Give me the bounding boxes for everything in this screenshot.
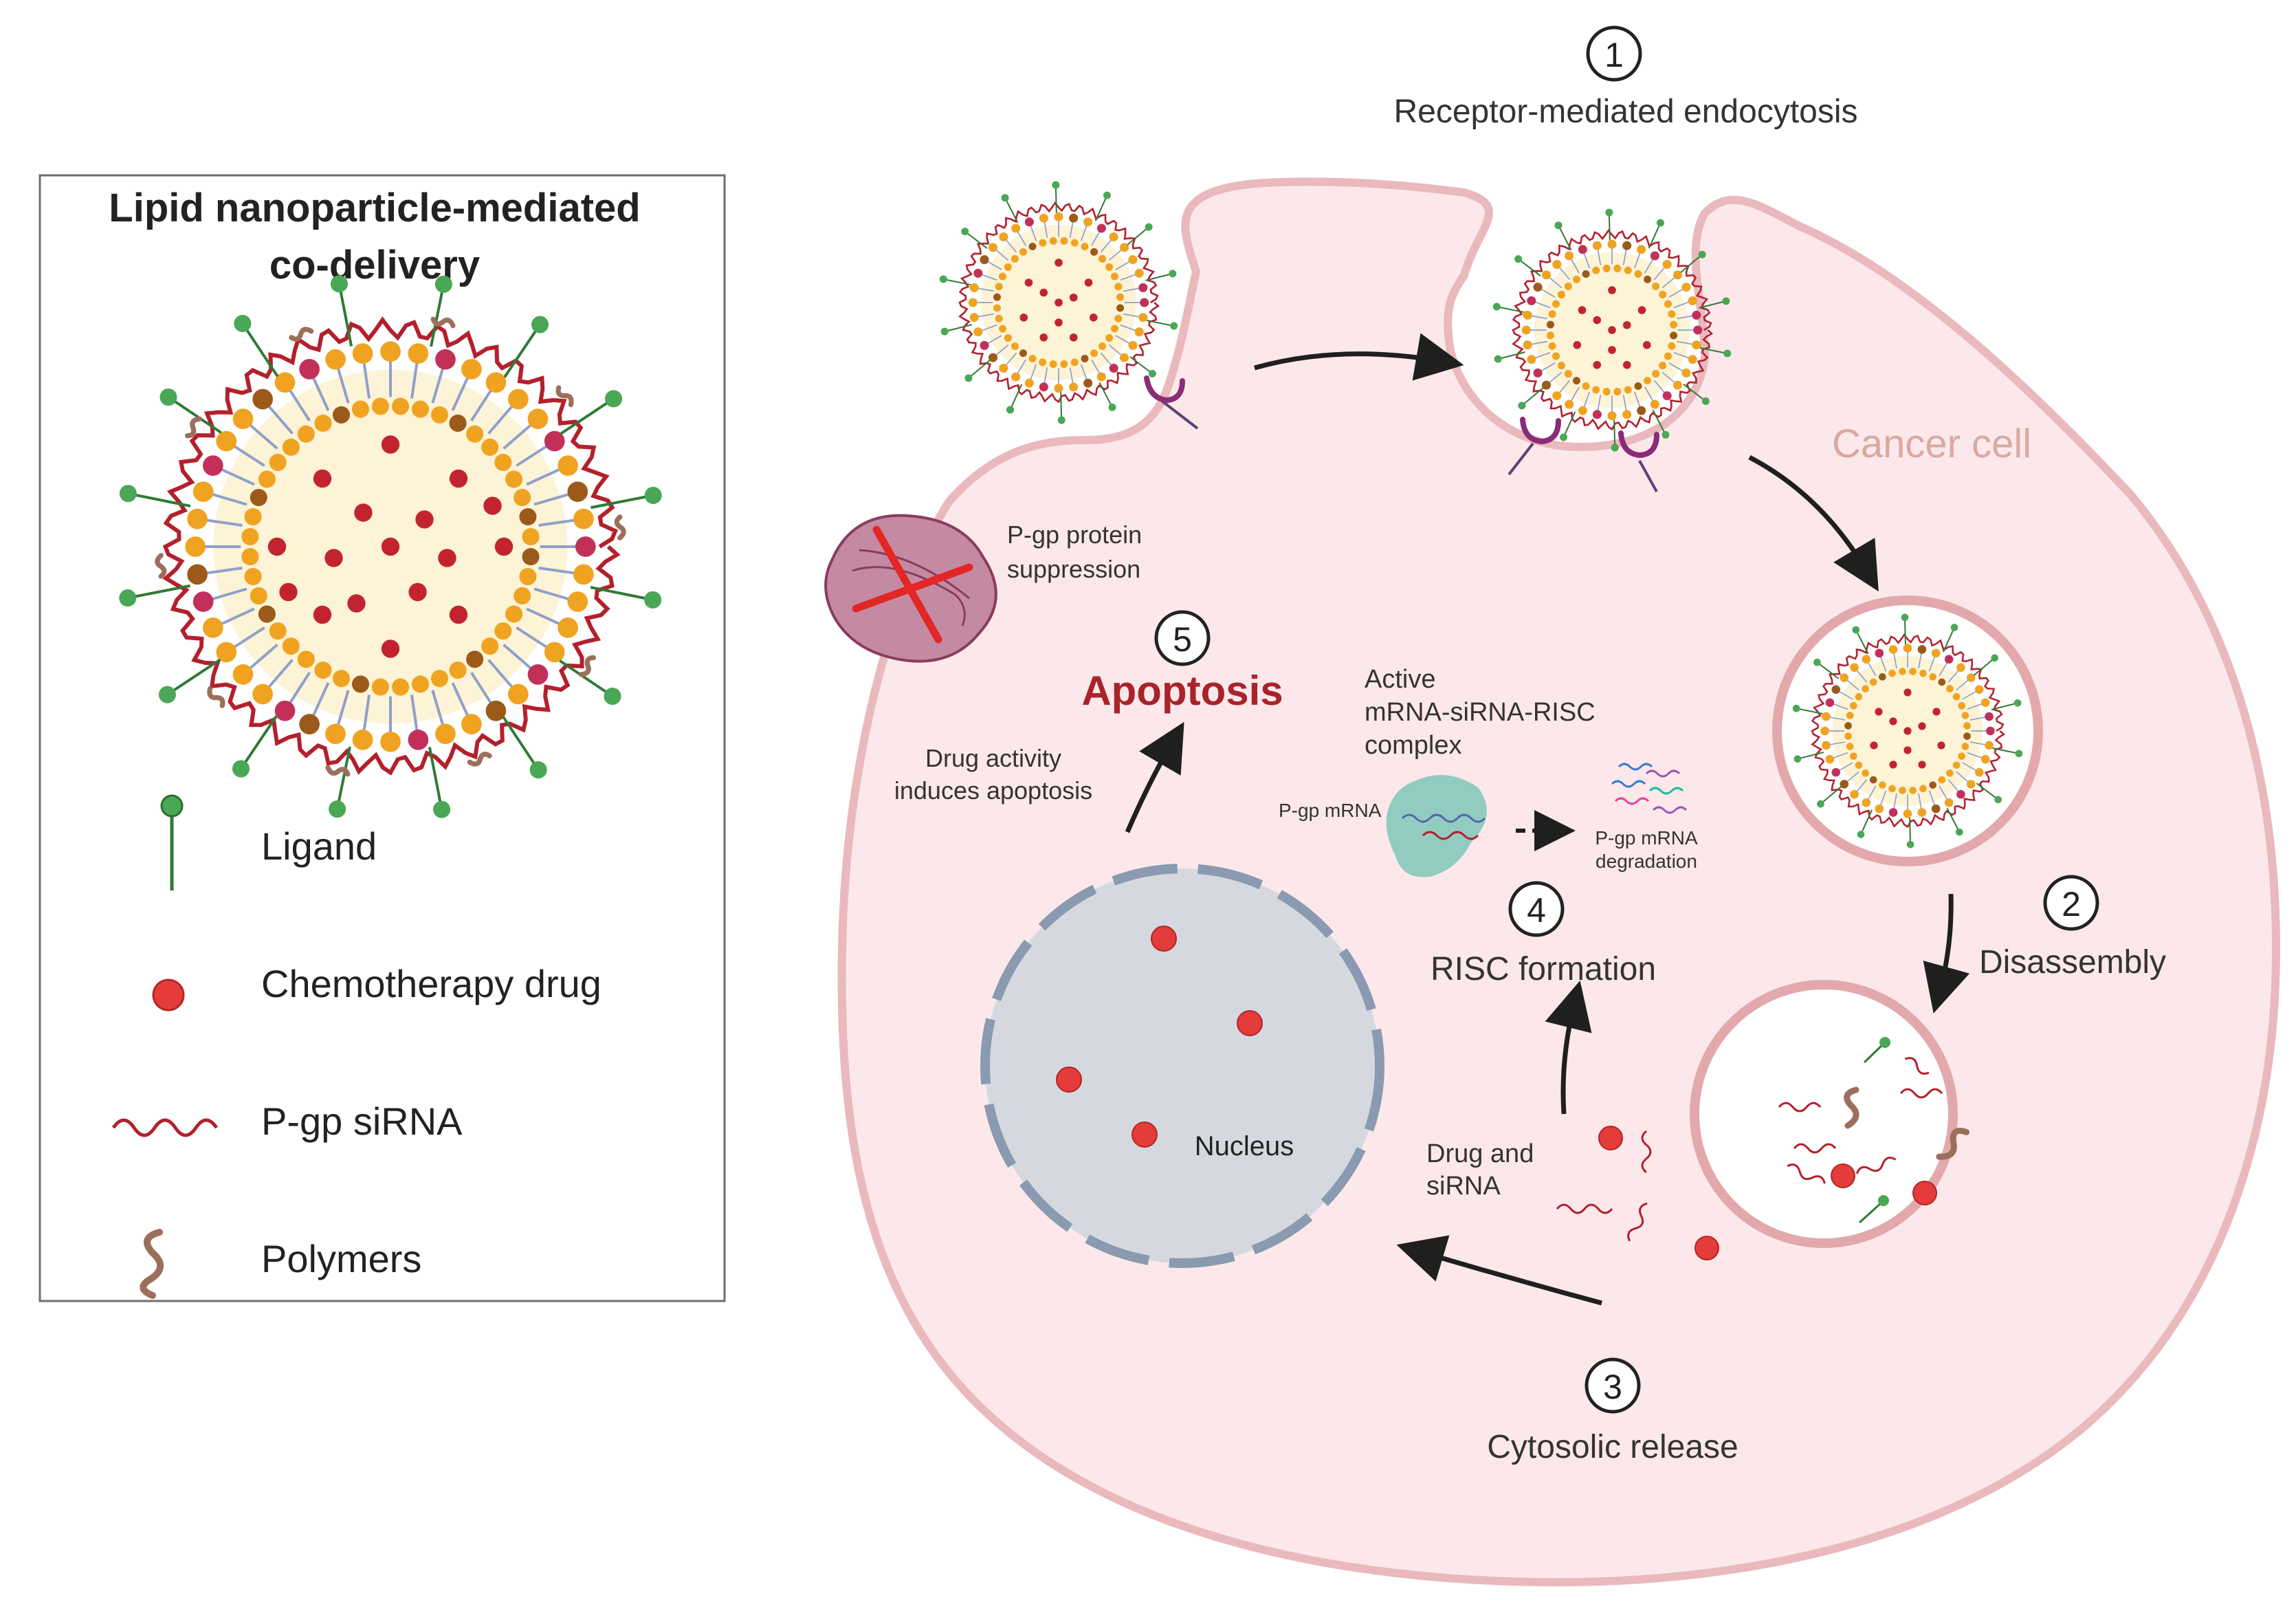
receptor-outside <box>1144 375 1199 430</box>
step-4-badge <box>1508 881 1565 937</box>
legend-label-ligand: Ligand <box>261 824 377 868</box>
step-3: 3 Cytosolic release <box>1487 1357 1738 1465</box>
arrow-entry <box>1254 333 1464 381</box>
drug-activity-label-1: Drug activity <box>925 744 1061 772</box>
legend-panel: Lipid nanoparticle-mediated co-delivery … <box>38 174 726 1302</box>
step-2-number: 2 <box>2062 885 2081 923</box>
step-2-badge <box>2043 875 2099 931</box>
step-5-number: 5 <box>1173 620 1192 659</box>
released-drug-sirna: Drug and siRNA <box>1426 1126 1719 1260</box>
nucleus-envelope <box>980 864 1384 1268</box>
risc-label-3: complex <box>1365 731 1462 760</box>
step-1: 1 Receptor-mediated endocytosis <box>1393 25 1858 130</box>
suppression-cross-icon <box>852 525 973 644</box>
sirna-strand <box>1422 831 1479 840</box>
drug-activity-label-2: induces apoptosis <box>894 776 1092 805</box>
disassembled-endosome <box>1690 980 1970 1248</box>
arrow-internalize <box>1748 455 1879 592</box>
pgp-suppression-label-1: P-gp protein <box>1007 521 1142 549</box>
legend-label-polymers: Polymers <box>261 1237 421 1280</box>
degradation-label-2: degradation <box>1596 851 1697 872</box>
step-5: 5 Apoptosis Drug activity induces apopto… <box>894 610 1283 805</box>
legend-item-polymers: Polymers <box>140 1229 421 1299</box>
step-4-number: 4 <box>1527 891 1546 930</box>
legend-item-ligand: Ligand <box>160 794 377 890</box>
risc-label-1: Active <box>1365 665 1435 694</box>
legend-label-chemotherapy-drug: Chemotherapy drug <box>261 962 601 1005</box>
step-1-label: Receptor-mediated endocytosis <box>1393 94 1857 130</box>
nanoparticle-outside <box>939 181 1178 424</box>
arrow-cytosolic <box>1396 1235 1602 1306</box>
risc-complex: Active mRNA-siRNA-RISC complex P-gp mRNA… <box>1279 665 1698 877</box>
mrna-fragments <box>1611 763 1688 814</box>
legend-label-sirna: P-gp siRNA <box>261 1100 463 1143</box>
endosome-membrane-2 <box>1690 980 1958 1248</box>
step-4-label: RISC formation <box>1431 951 1656 987</box>
lipid-nanoparticle-large <box>119 275 662 818</box>
endosome-contents <box>1778 1037 1970 1224</box>
endosome-pocket-receptors <box>1508 417 1659 492</box>
process-arrows <box>1125 333 1970 1306</box>
arrow-apoptosis <box>1125 721 1184 833</box>
cell-label: Cancer cell <box>1832 422 2031 466</box>
mrna-strand <box>1401 813 1486 823</box>
step-2-label: Disassembly <box>1979 944 2166 981</box>
endosome-with-nanoparticle <box>1772 595 2043 866</box>
drug-sirna-label-1: Drug and <box>1426 1139 1534 1168</box>
ligand-icon <box>160 794 184 890</box>
nanoparticle-in-endosome <box>1792 613 2023 849</box>
nanoparticle-entering <box>1492 208 1732 452</box>
nucleus: Nucleus <box>980 864 1384 1268</box>
step-5-badge <box>1154 610 1211 666</box>
nucleus-label: Nucleus <box>1195 1131 1294 1161</box>
legend-item-sirna: P-gp siRNA <box>111 1100 463 1143</box>
step-1-badge <box>1586 25 1642 82</box>
pgp-mrna-label: P-gp mRNA <box>1279 800 1382 821</box>
polymer-icon <box>140 1229 164 1299</box>
step-4: 4 RISC formation <box>1431 881 1656 987</box>
degradation-label-1: P-gp mRNA <box>1595 827 1698 849</box>
step-2: 2 Disassembly <box>1979 875 2166 981</box>
drug-sirna-label-2: siRNA <box>1426 1172 1501 1201</box>
chemotherapy-drug-icon <box>152 979 185 1012</box>
arrow-disassembly <box>1923 893 1970 1014</box>
risc-protein <box>1386 775 1487 877</box>
legend-title-line1: Lipid nanoparticle-mediated <box>109 186 640 230</box>
step-3-badge <box>1585 1357 1641 1414</box>
arrow-risc <box>1545 981 1592 1115</box>
legend-item-chemotherapy-drug: Chemotherapy drug <box>152 962 601 1012</box>
step-3-label: Cytosolic release <box>1487 1429 1738 1465</box>
step-3-number: 3 <box>1603 1368 1622 1406</box>
step-1-number: 1 <box>1604 36 1624 74</box>
risc-label-2: mRNA-siRNA-RISC <box>1365 698 1596 727</box>
pgp-protein-suppression: P-gp protein suppression <box>824 514 1142 663</box>
sirna-icon <box>111 1118 219 1137</box>
pgp-suppression-label-2: suppression <box>1007 555 1140 583</box>
step-5-label: Apoptosis <box>1081 668 1283 714</box>
